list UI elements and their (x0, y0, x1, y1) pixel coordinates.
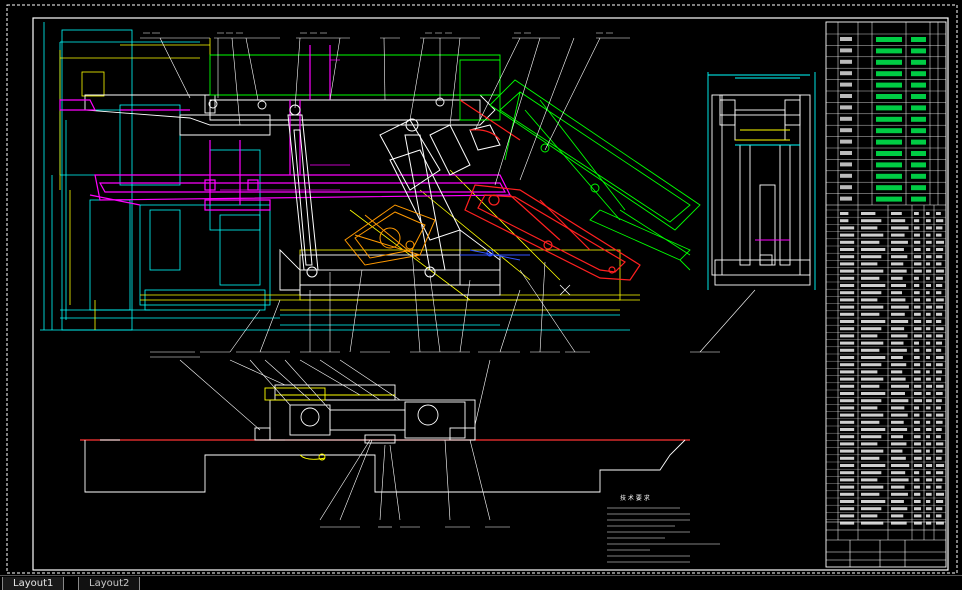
tech-requirements: 技 术 要 求 (607, 494, 720, 563)
parts-list-table (825, 21, 947, 568)
layout-tab-bar: Layout1 Layout2 (0, 575, 962, 590)
tab-layout2[interactable]: Layout2 (78, 577, 141, 590)
drawing-frame (32, 17, 949, 571)
tab-layout1[interactable]: Layout1 (2, 577, 65, 590)
paper-border (6, 4, 958, 574)
end-view (707, 72, 816, 290)
section-view (80, 356, 690, 528)
side-view (40, 22, 756, 353)
tech-requirements-heading: 技 术 要 求 (620, 494, 650, 502)
drawing-canvas[interactable]: 技 术 要 求 (0, 0, 962, 575)
